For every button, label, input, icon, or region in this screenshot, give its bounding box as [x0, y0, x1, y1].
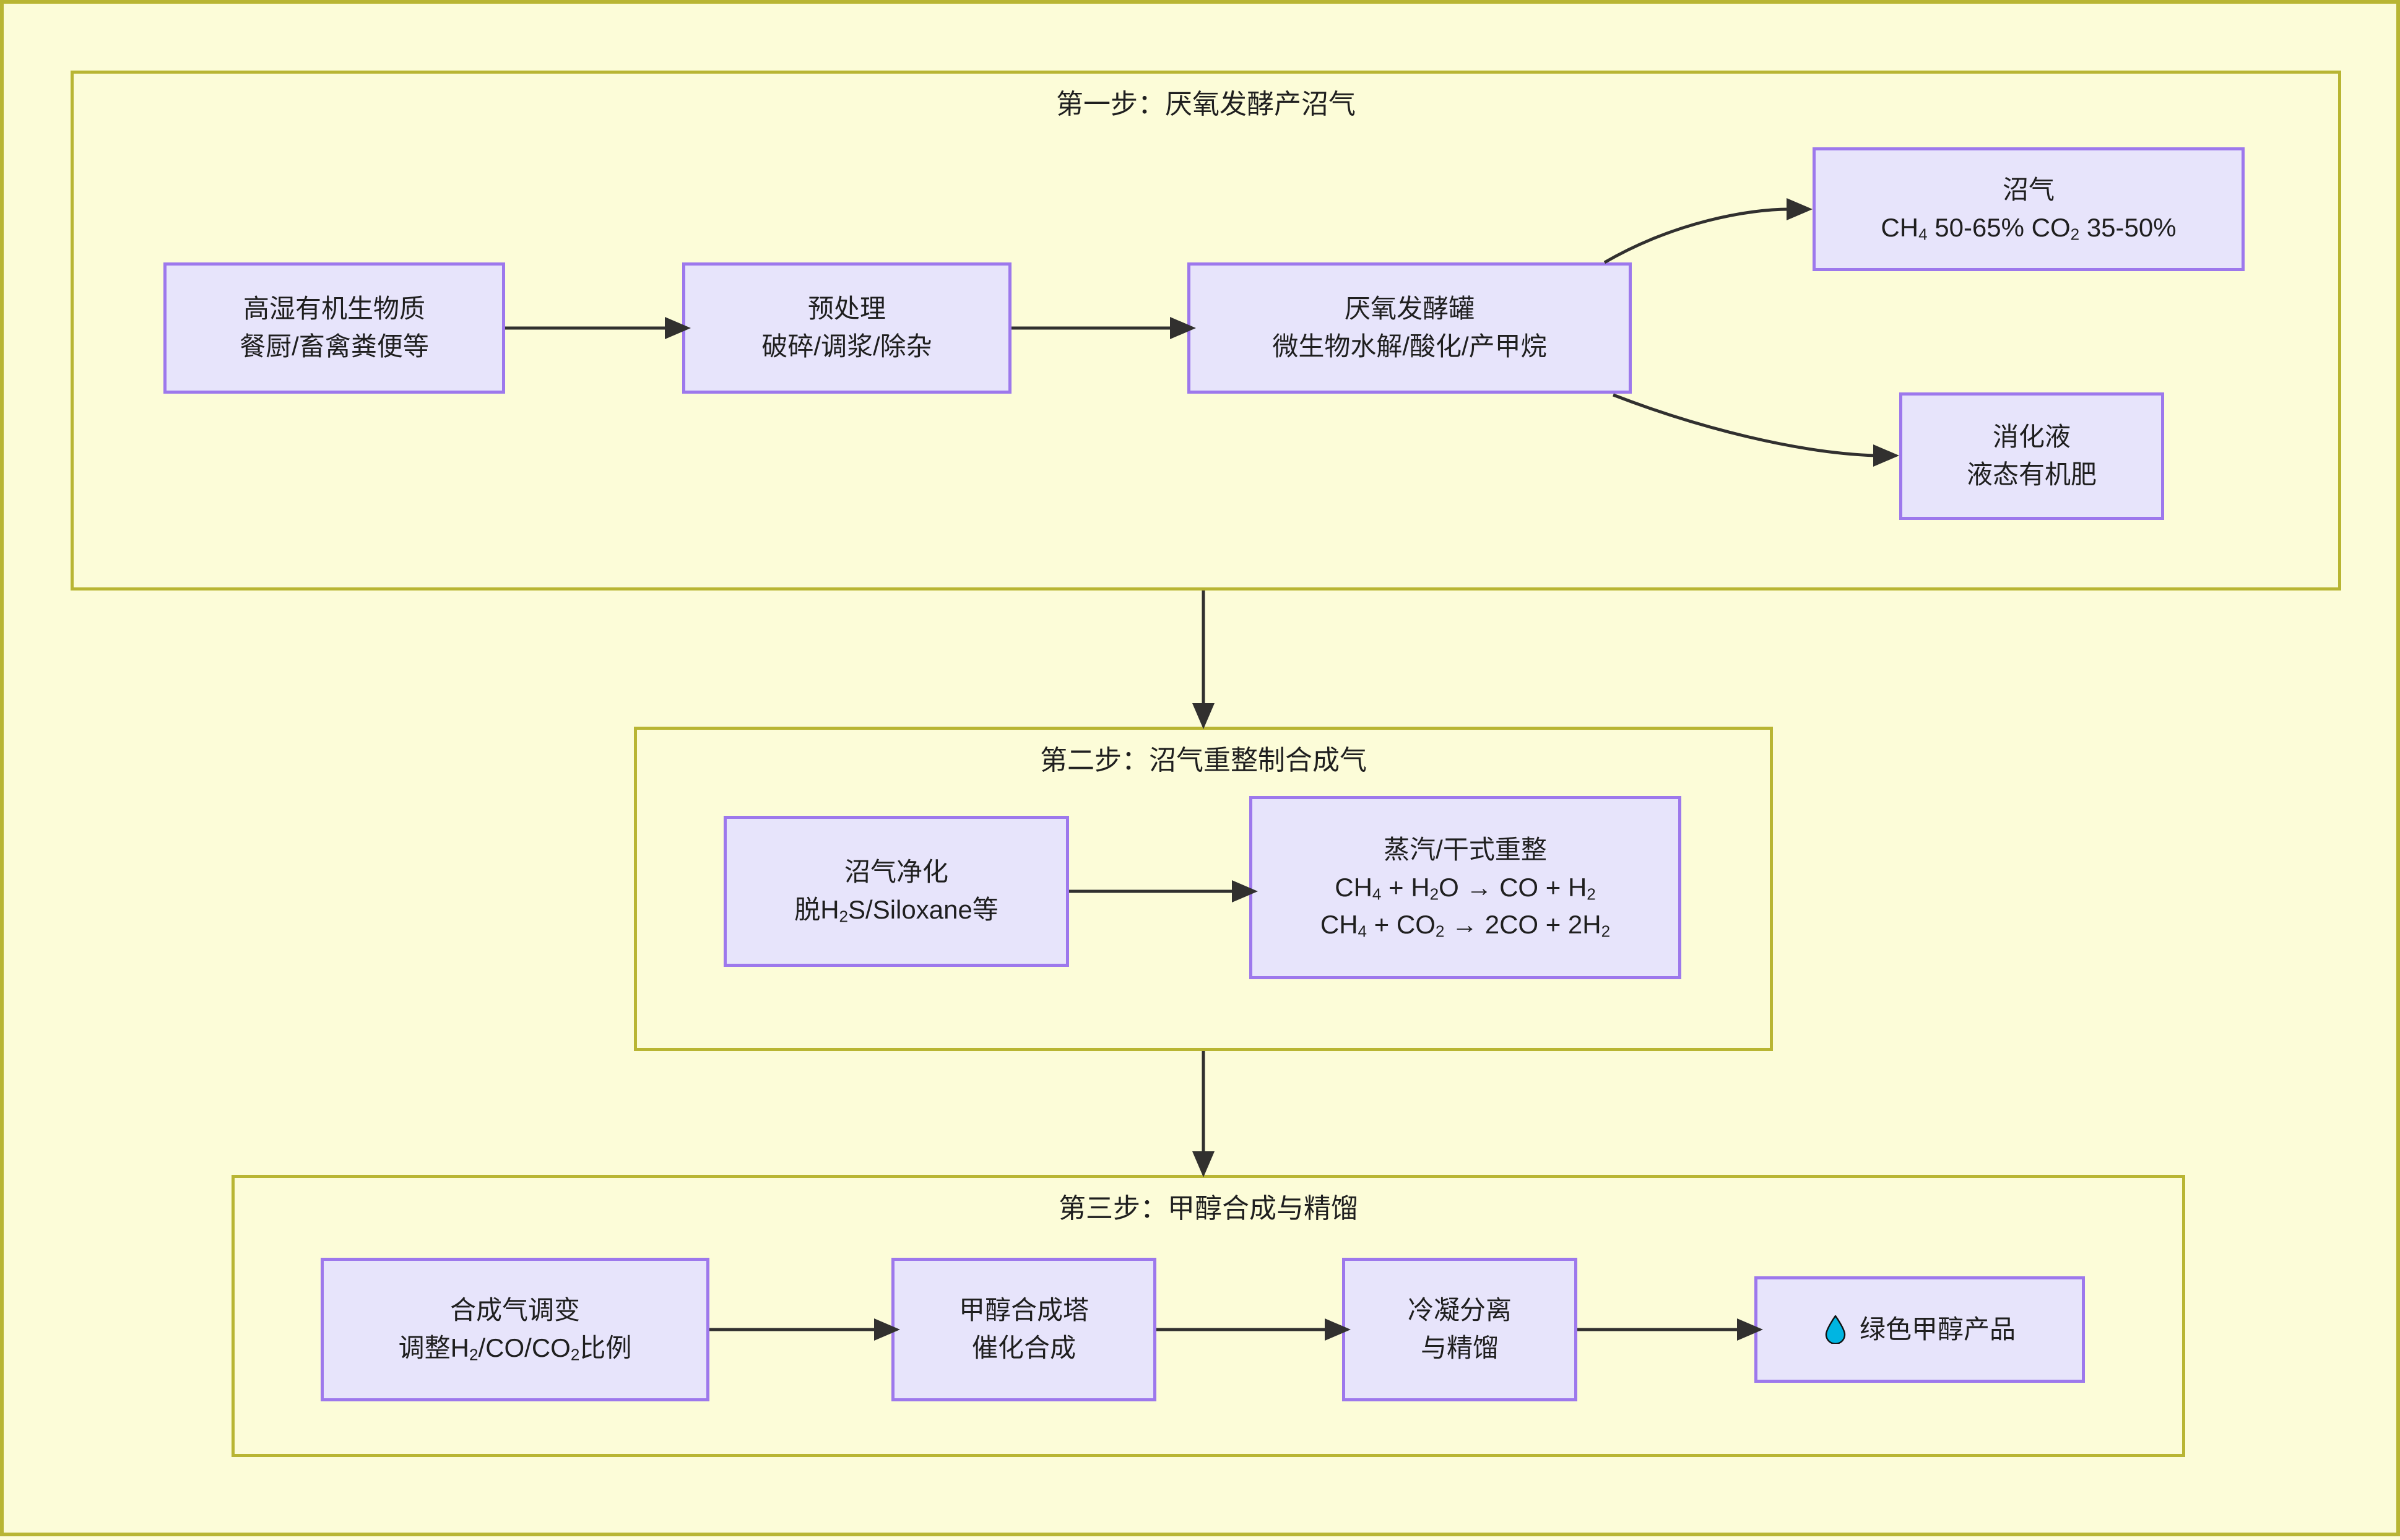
node-pretreatment-line1: 预处理: [807, 294, 886, 324]
node-digester[interactable]: 厌氧发酵罐 微生物水解/酸化/产甲烷: [1187, 262, 1632, 394]
node-reforming-equation-1: CH4 + H2O → CO + H2: [1335, 872, 1596, 904]
node-biogas-line2: CH4 50-65% CO2 35-50%: [1881, 213, 2177, 244]
node-synthesis-line2: 催化合成: [971, 1333, 1076, 1362]
step3-title: 第三步：甲醇合成与精馏: [1059, 1193, 1358, 1224]
node-reforming-equation-2: CH4 + CO2 → 2CO + 2H2: [1320, 910, 1611, 941]
node-feedstock-line1: 高湿有机生物质: [243, 294, 425, 324]
node-reforming-line1: 蒸汽/干式重整: [1384, 834, 1547, 864]
node-shift-line2: 调整H2/CO/CO2比例: [398, 1333, 632, 1364]
node-condensation-separation[interactable]: 冷凝分离 与精馏: [1342, 1258, 1577, 1401]
node-digestate-line2: 液态有机肥: [1966, 460, 2097, 489]
node-digestate[interactable]: 消化液 液态有机肥: [1899, 392, 2164, 520]
node-feedstock-line2: 餐厨/畜禽粪便等: [240, 332, 429, 361]
node-product-label: 绿色甲醇产品: [1859, 1314, 2016, 1344]
node-feedstock[interactable]: 高湿有机生物质 餐厨/畜禽粪便等: [163, 262, 505, 394]
node-purification-line1: 沼气净化: [844, 857, 948, 887]
node-syngas-shift[interactable]: 合成气调变 调整H2/CO/CO2比例: [321, 1258, 709, 1401]
node-digester-line2: 微生物水解/酸化/产甲烷: [1272, 332, 1547, 361]
node-green-methanol-product[interactable]: 绿色甲醇产品: [1754, 1276, 2085, 1383]
node-pretreatment[interactable]: 预处理 破碎/调浆/除杂: [682, 262, 1012, 394]
node-shift-line1: 合成气调变: [449, 1296, 580, 1325]
node-separation-line1: 冷凝分离: [1407, 1296, 1512, 1325]
water-drop-icon: [1824, 1314, 1847, 1345]
node-synthesis-line1: 甲醇合成塔: [958, 1296, 1089, 1325]
node-biogas-purification[interactable]: 沼气净化 脱H2S/Siloxane等: [724, 816, 1069, 967]
node-methanol-synthesis[interactable]: 甲醇合成塔 催化合成: [891, 1258, 1156, 1401]
node-digestate-line1: 消化液: [1992, 422, 2071, 452]
step2-title: 第二步：沼气重整制合成气: [1040, 745, 1367, 776]
node-separation-line2: 与精馏: [1420, 1333, 1499, 1362]
edge-step2-to-step3: [1192, 1051, 1215, 1177]
node-biogas[interactable]: 沼气 CH4 50-65% CO2 35-50%: [1813, 147, 2245, 271]
step1-title: 第一步：厌氧发酵产沼气: [1056, 89, 1356, 119]
node-reforming[interactable]: 蒸汽/干式重整 CH4 + H2O → CO + H2 CH4 + CO2 → …: [1249, 796, 1681, 979]
node-biogas-line1: 沼气: [2002, 175, 2055, 205]
node-digester-line1: 厌氧发酵罐: [1344, 294, 1475, 324]
edge-step1-to-step2: [1192, 590, 1215, 729]
node-purification-line2: 脱H2S/Siloxane等: [794, 895, 999, 926]
node-pretreatment-line2: 破碎/调浆/除杂: [761, 332, 932, 361]
